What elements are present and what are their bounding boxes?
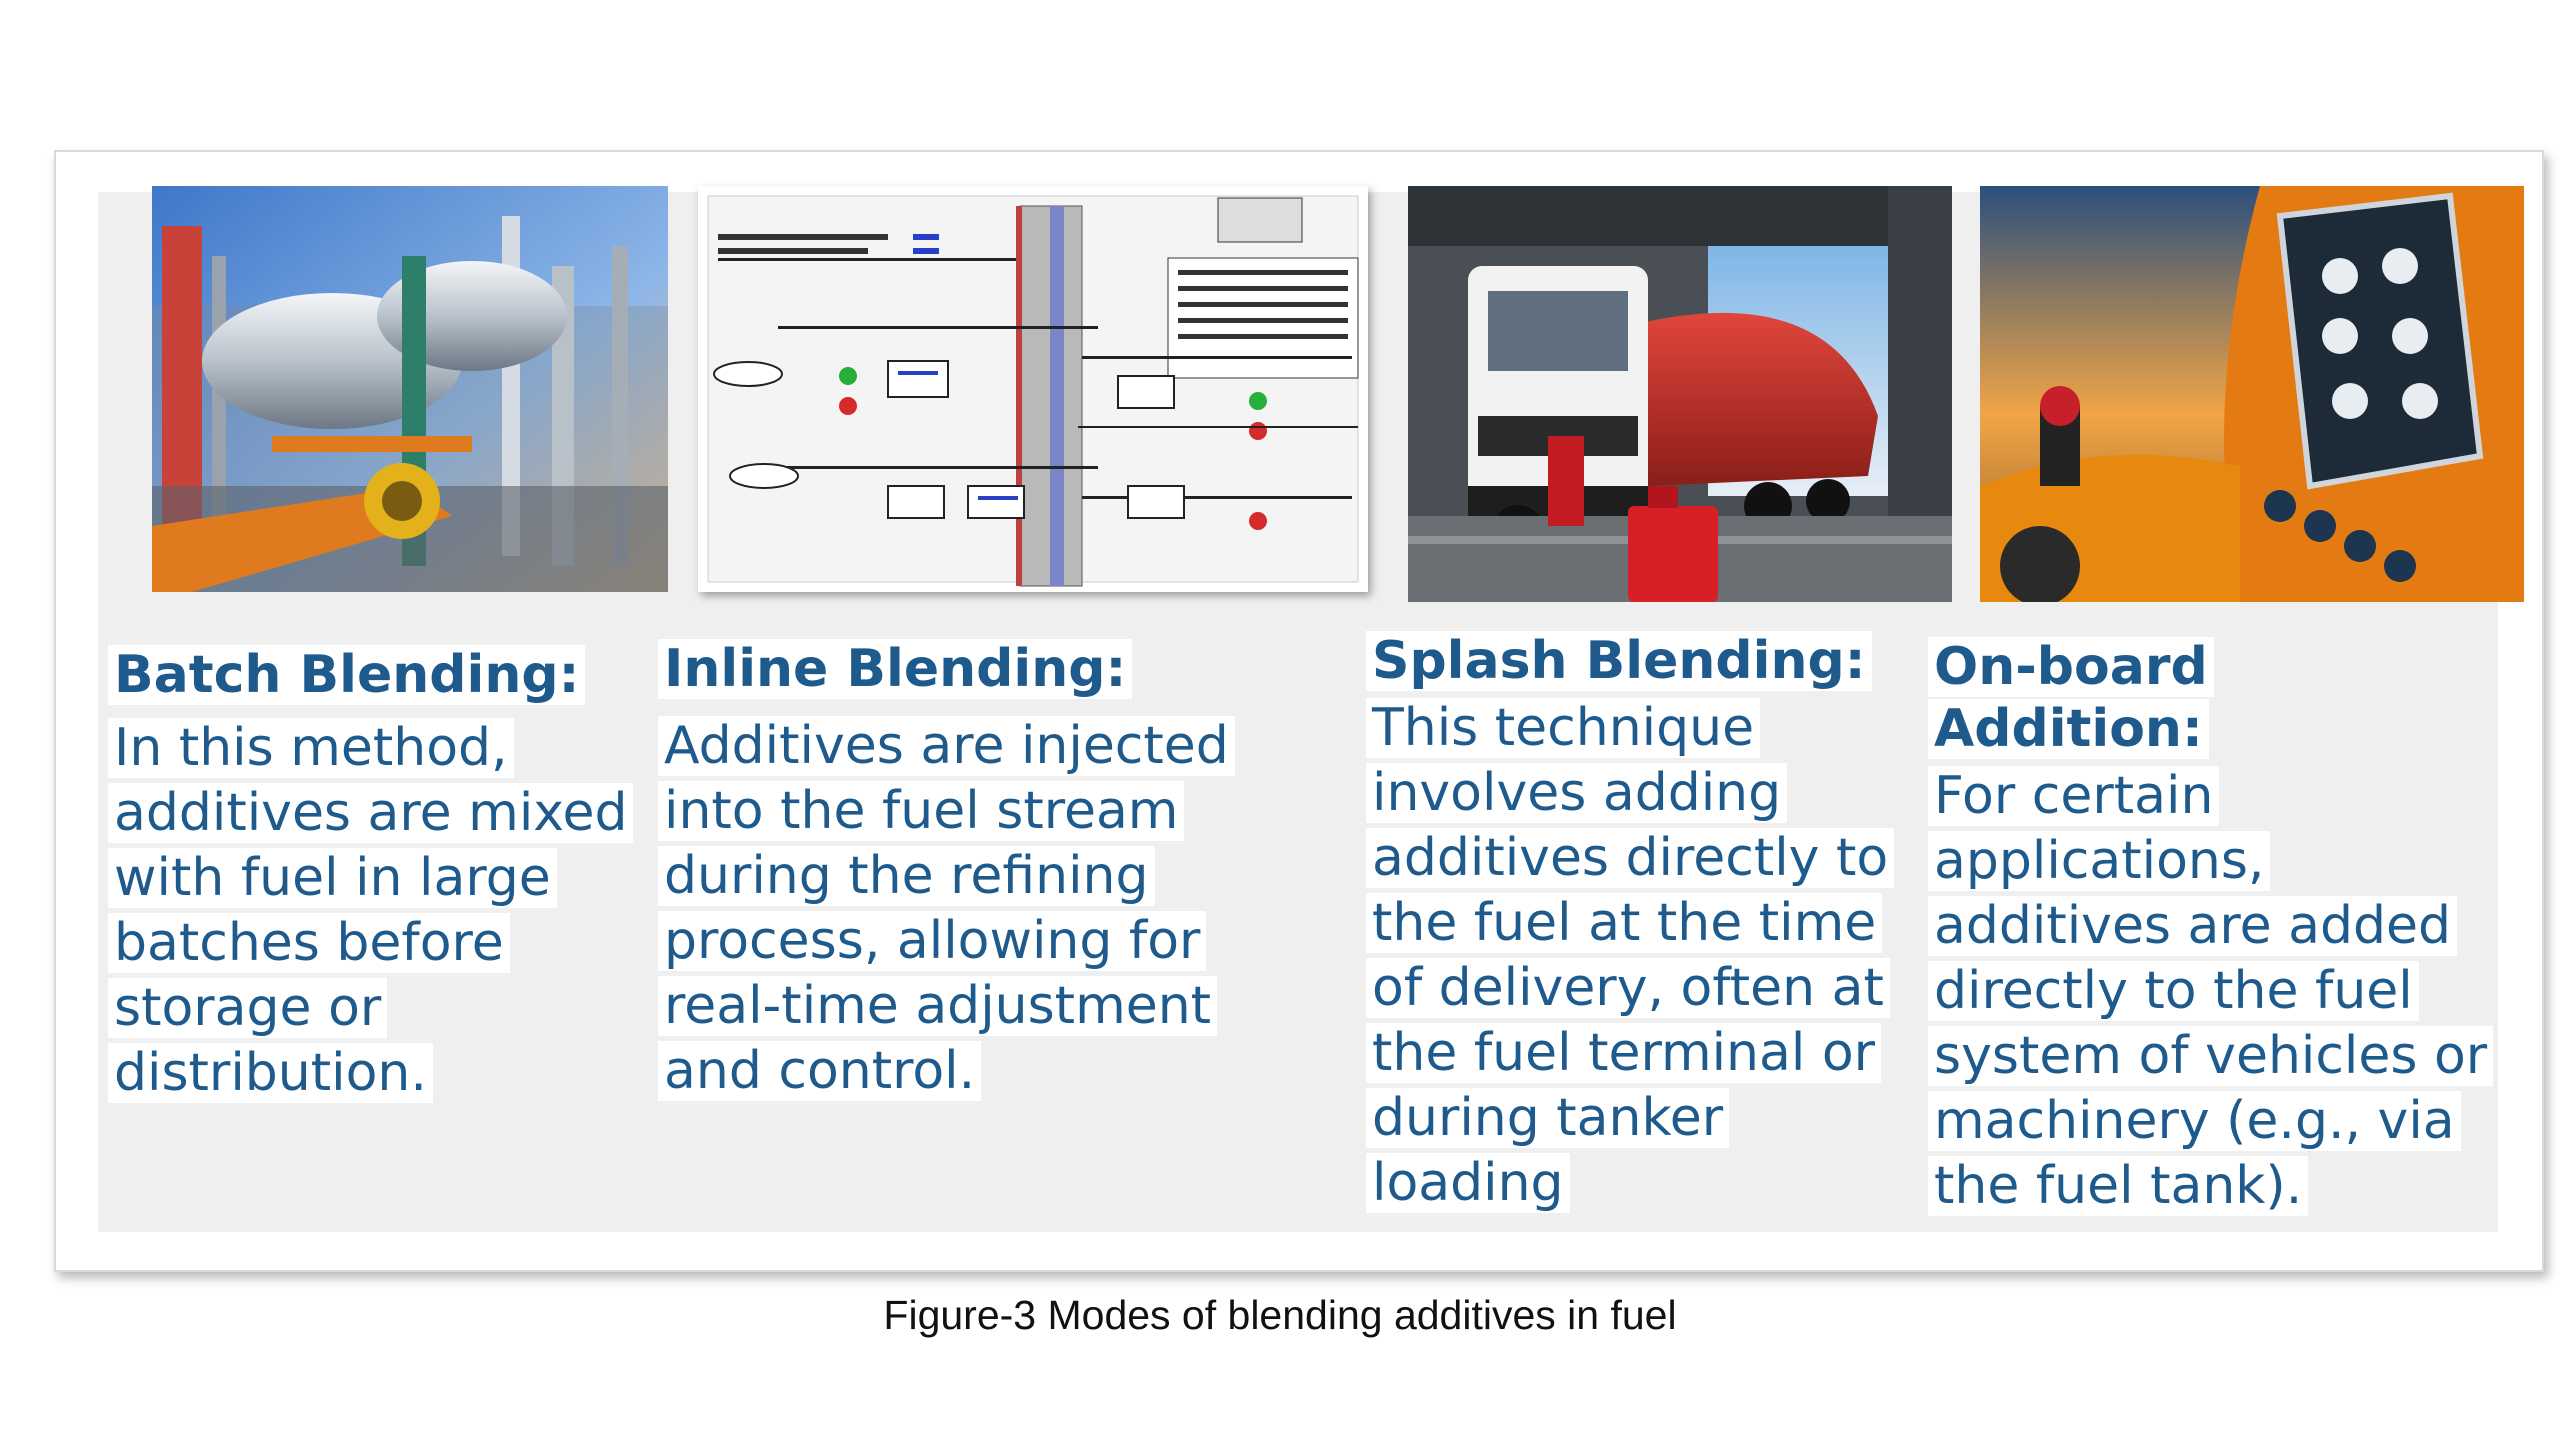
figure-panel: Batch Blending: In this method, additive…: [98, 186, 2524, 1232]
splash-blending-heading: Splash Blending:: [1366, 631, 1872, 691]
onboard-addition-heading: On-board Addition:: [1928, 637, 2214, 759]
process-flow-diagram: [698, 186, 1368, 592]
splash-blending-text: Splash Blending: This technique involves…: [1366, 630, 1926, 1216]
batch-blending-body: In this method, additives are mixed with…: [108, 718, 634, 1103]
inline-blending-body: Additives are injected into the fuel str…: [658, 716, 1235, 1101]
figure-caption: Figure-3 Modes of blending additives in …: [883, 1292, 1677, 1338]
onboard-addition-body: For certain applications, additives are …: [1928, 766, 2494, 1216]
fuel-tanker-truck-photo: [1408, 186, 1952, 602]
splash-blending-body: This technique involves adding additives…: [1366, 698, 1895, 1213]
inline-blending-text: Inline Blending: Additives are injected …: [658, 638, 1278, 1104]
inline-blending-heading: Inline Blending:: [658, 639, 1133, 699]
onboard-addition-text: On-board Addition: For certain applicati…: [1928, 636, 2494, 1219]
onboard-fuel-system-photo: [1980, 186, 2524, 602]
batch-blending-heading: Batch Blending:: [108, 645, 586, 705]
refinery-tanks-photo: [152, 186, 668, 592]
figure-frame: Batch Blending: In this method, additive…: [54, 150, 2544, 1272]
batch-blending-text: Batch Blending: In this method, additive…: [108, 644, 668, 1106]
